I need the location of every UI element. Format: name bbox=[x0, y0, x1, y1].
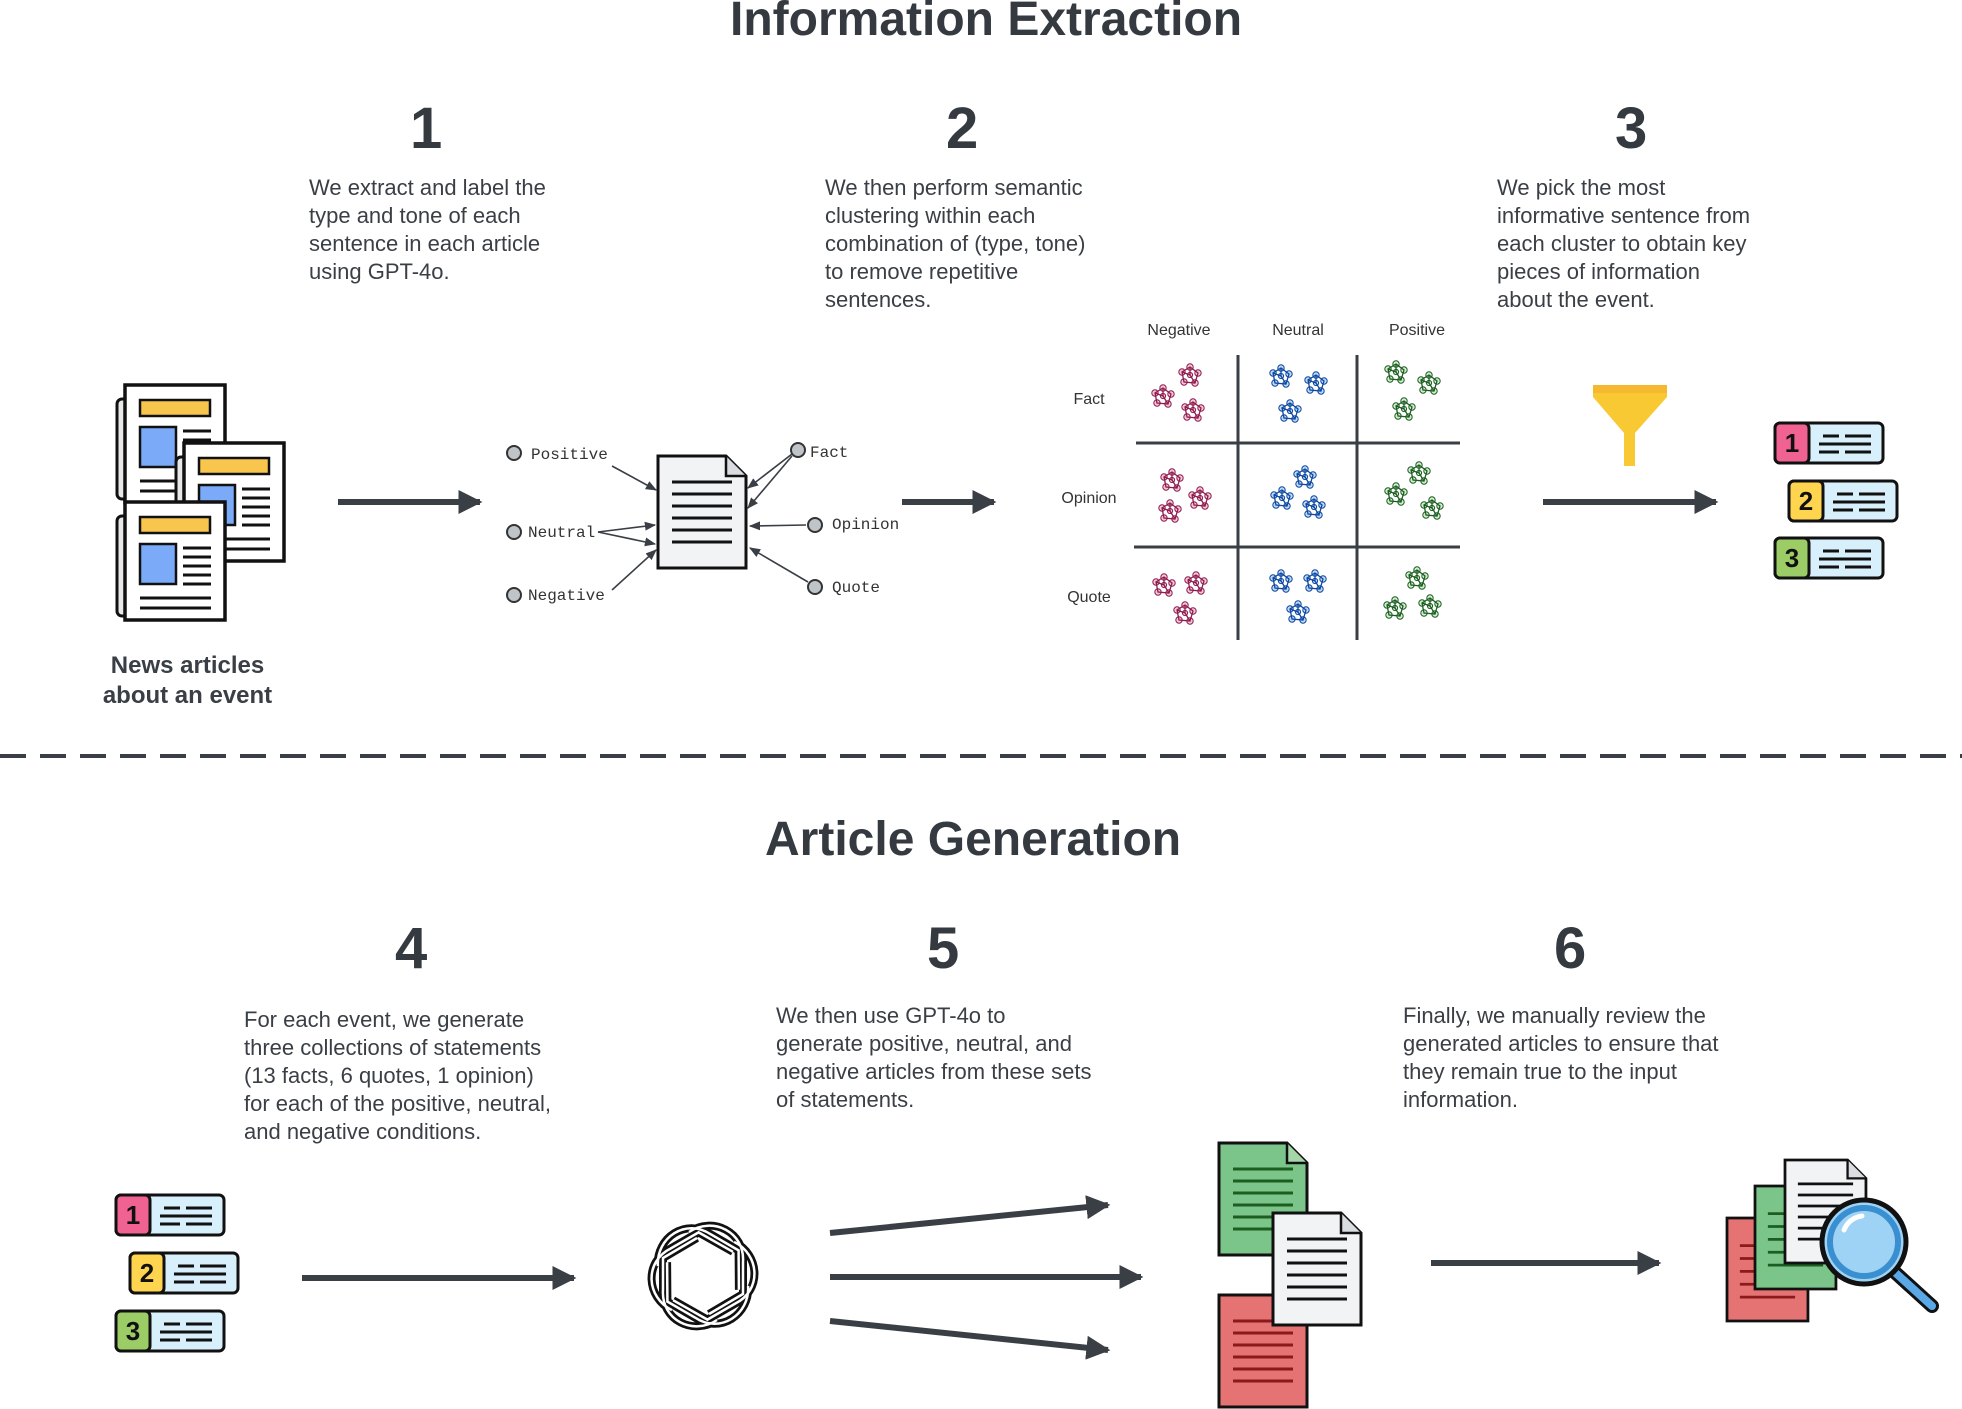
information-extraction-title: Information Extraction bbox=[730, 0, 1243, 46]
rank-3-label: 3 bbox=[1785, 543, 1799, 573]
rank-2-label: 2 bbox=[1799, 486, 1813, 516]
manual-review-icon bbox=[1725, 1158, 1939, 1323]
rank-1-label: 1 bbox=[1785, 428, 1799, 458]
labeling-diagram: Positive Neutral Negative Fact Opinion Q… bbox=[506, 442, 899, 605]
sentence-document-icon bbox=[656, 454, 748, 570]
tone-label-positive: Positive bbox=[531, 446, 608, 464]
news-articles-caption: News articles about an event bbox=[102, 652, 273, 709]
step-5-number: 5 bbox=[927, 916, 960, 981]
grid-row-opinion: Opinion bbox=[1061, 490, 1116, 507]
type-node-opinion bbox=[807, 517, 823, 533]
negative-clusters bbox=[1151, 363, 1212, 625]
generation-arrows bbox=[829, 1195, 1144, 1360]
clustering-grid: Negative Neutral Positive Fact Opinion Q… bbox=[1061, 322, 1460, 640]
step-4-number: 4 bbox=[395, 916, 428, 981]
tone-node-negative bbox=[506, 587, 522, 603]
tone-label-neutral: Neutral bbox=[528, 524, 595, 542]
newspaper-stack-icon bbox=[115, 383, 286, 622]
step-4-description: For each event, we generate three collec… bbox=[244, 1007, 551, 1144]
grid-col-positive: Positive bbox=[1389, 322, 1445, 339]
step-2-number: 2 bbox=[946, 96, 979, 161]
statement-sets-icon: 1 2 3 bbox=[114, 1193, 240, 1353]
generated-articles-icon bbox=[1217, 1141, 1363, 1409]
grid-col-negative: Negative bbox=[1147, 322, 1210, 339]
grid-row-quote: Quote bbox=[1067, 589, 1111, 606]
grid-col-neutral: Neutral bbox=[1272, 322, 1324, 339]
openai-logo-icon bbox=[647, 1221, 759, 1331]
step-3-number: 3 bbox=[1615, 96, 1648, 161]
step-6-number: 6 bbox=[1554, 916, 1587, 981]
type-node-fact bbox=[790, 442, 806, 458]
neutral-clusters bbox=[1269, 364, 1328, 624]
type-label-fact: Fact bbox=[810, 444, 848, 462]
set-1-label: 1 bbox=[126, 1200, 140, 1230]
set-3-label: 3 bbox=[126, 1316, 140, 1346]
grid-row-fact: Fact bbox=[1073, 391, 1105, 408]
positive-clusters bbox=[1383, 360, 1444, 620]
ranked-list-icon: 1 2 3 bbox=[1773, 421, 1899, 580]
set-2-label: 2 bbox=[140, 1258, 154, 1288]
tone-node-neutral bbox=[506, 524, 522, 540]
type-node-quote bbox=[807, 579, 823, 595]
step-1-number: 1 bbox=[410, 96, 443, 161]
step-1-description: We extract and label the type and tone o… bbox=[309, 175, 546, 284]
step-5-description: We then use GPT-4o to generate positive,… bbox=[776, 1003, 1092, 1112]
step-6-description: Finally, we manually review the generate… bbox=[1403, 1003, 1719, 1112]
funnel-icon bbox=[1593, 385, 1667, 466]
tone-node-positive bbox=[506, 445, 522, 461]
step-2-description: We then perform semantic clustering with… bbox=[825, 175, 1086, 312]
type-label-quote: Quote bbox=[832, 579, 880, 597]
article-generation-title: Article Generation bbox=[765, 813, 1182, 866]
type-label-opinion: Opinion bbox=[832, 516, 899, 534]
step-3-description: We pick the most informative sentence fr… bbox=[1497, 175, 1751, 312]
tone-label-negative: Negative bbox=[528, 587, 605, 605]
